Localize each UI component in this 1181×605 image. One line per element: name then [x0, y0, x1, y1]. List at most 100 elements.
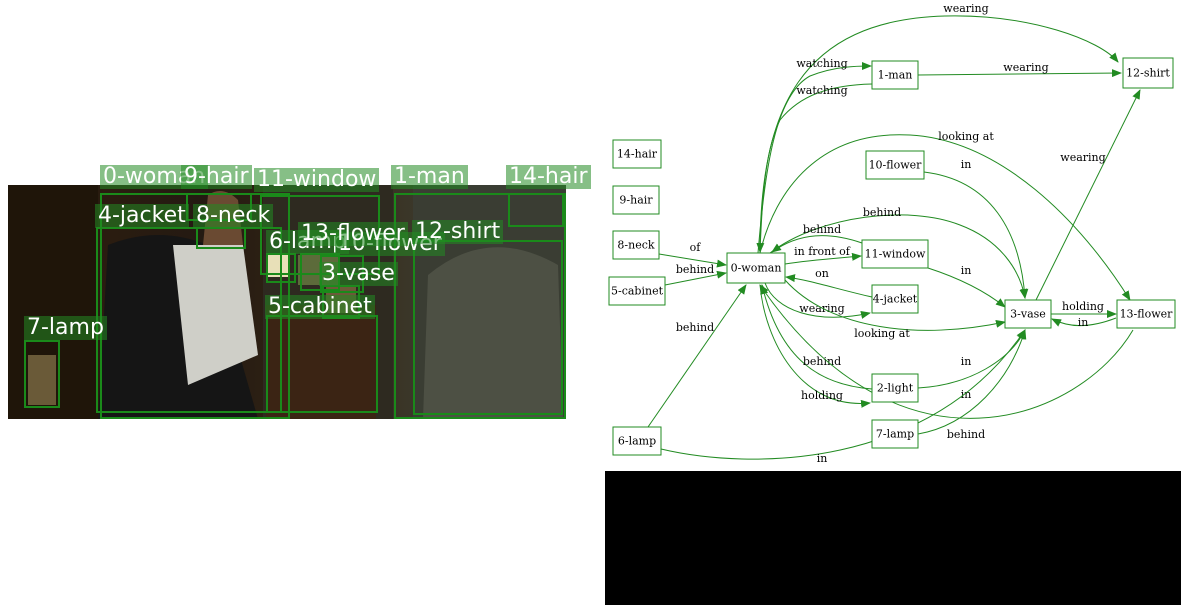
- edge-11-3: in: [927, 264, 1006, 308]
- box-man: [394, 193, 566, 419]
- edge-label: in: [817, 452, 828, 465]
- edge-0-3: looking at: [784, 279, 1006, 340]
- node-box: [871, 373, 919, 403]
- node-10-flower: 10-flower: [865, 150, 925, 180]
- edge-label: in: [1078, 316, 1089, 329]
- node-label: 10-flower: [869, 159, 923, 172]
- node-12-shirt: 12-shirt: [1122, 57, 1174, 89]
- tag-neck: 8-neck: [193, 204, 274, 228]
- node-label: 4-jacket: [873, 293, 918, 306]
- edge-label: in: [961, 388, 972, 401]
- edge-0-13: looking at: [759, 130, 1131, 301]
- edge-label: wearing: [1060, 151, 1105, 164]
- node-box: [865, 150, 925, 180]
- edge-label: watching: [796, 57, 847, 70]
- node-label: 5-cabinet: [611, 285, 664, 298]
- edge-line: [917, 69, 1122, 78]
- edge-line: [658, 253, 727, 268]
- node-11-window: 11-window: [861, 239, 929, 269]
- edge-11-0: behind: [771, 223, 863, 253]
- edge-1-0: watching: [756, 83, 873, 253]
- box-lamp-7: [24, 340, 60, 408]
- node-label: 0-woman: [731, 262, 782, 275]
- node-5-cabinet: 5-cabinet: [608, 276, 666, 306]
- edge-label: in: [961, 355, 972, 368]
- edge-label: in: [961, 158, 972, 171]
- edge-0-2: holding: [759, 284, 871, 408]
- tag-man: 1-man: [391, 165, 468, 189]
- edge-line: [756, 83, 873, 253]
- box-jacket: [96, 227, 282, 413]
- node-label: 2-light: [877, 382, 914, 395]
- edge-label: in front of: [794, 245, 851, 258]
- edge-label: behind: [676, 321, 714, 334]
- edge-0-11: in front of: [784, 245, 862, 265]
- edge-4-0: on: [785, 267, 873, 298]
- node-box: [612, 185, 660, 215]
- box-cabinet: [266, 315, 378, 413]
- edge-label: behind: [947, 428, 985, 441]
- node-box: [1116, 299, 1176, 329]
- box-lamp-6: [266, 253, 296, 283]
- edge-line: [759, 284, 1134, 419]
- tag-cabinet: 5-cabinet: [265, 295, 375, 319]
- node-1-man: 1-man: [871, 60, 919, 90]
- tag-shirt: 12-shirt: [412, 220, 504, 244]
- edge-line: [917, 329, 1026, 389]
- tag-flower-13: 13-flower: [298, 222, 408, 246]
- edge-line: [760, 284, 873, 390]
- edge-8-0: of: [658, 241, 727, 268]
- box-shirt: [413, 240, 563, 415]
- node-box: [1122, 57, 1174, 89]
- node-box: [871, 284, 919, 314]
- edge-line: [664, 270, 727, 286]
- edge-line: [759, 134, 1131, 301]
- edge-line: [917, 329, 1027, 435]
- edge-0-3: behind: [769, 206, 1028, 299]
- edge-label: behind: [676, 263, 714, 276]
- edge-label: of: [690, 241, 702, 254]
- edge-label: on: [815, 267, 829, 280]
- box-hair-14: [508, 193, 564, 227]
- edge-10-3: in: [923, 158, 1029, 299]
- edge-6-0: behind: [647, 284, 747, 428]
- edge-label: watching: [796, 84, 847, 97]
- edge-label: behind: [803, 223, 841, 236]
- tag-lamp-7: 7-lamp: [24, 316, 107, 340]
- edge-line: [784, 252, 862, 265]
- edge-13-0: behind: [759, 284, 1134, 441]
- node-box: [871, 419, 919, 449]
- edge-label: wearing: [943, 2, 988, 15]
- edge-line: [927, 267, 1006, 308]
- node-label: 9-hair: [619, 194, 653, 207]
- box-neck: [196, 227, 246, 249]
- node-7-lamp: 7-lamp: [871, 419, 919, 449]
- node-box: [612, 230, 660, 260]
- blank-panel: [605, 471, 1181, 605]
- edge-label: looking at: [938, 130, 994, 143]
- edge-line: [759, 284, 871, 408]
- node-box: [608, 276, 666, 306]
- node-label: 6-lamp: [618, 435, 656, 448]
- edge-6-3: in: [660, 329, 1026, 465]
- edge-label: holding: [801, 389, 843, 402]
- edge-line: [764, 282, 871, 319]
- edge-line: [769, 214, 1028, 299]
- edge-7-3: in: [917, 329, 1027, 435]
- node-8-neck: 8-neck: [612, 230, 660, 260]
- node-2-light: 2-light: [871, 373, 919, 403]
- node-6-lamp: 6-lamp: [612, 426, 662, 456]
- node-label: 1-man: [878, 69, 913, 82]
- edge-0-1: watching: [757, 57, 872, 254]
- node-4-jacket: 4-jacket: [871, 284, 919, 314]
- edge-label: looking at: [854, 327, 910, 340]
- node-box: [871, 60, 919, 90]
- node-box: [861, 239, 929, 269]
- edge-line: [1035, 89, 1141, 301]
- node-box: [1004, 299, 1052, 329]
- node-3-vase: 3-vase: [1004, 299, 1052, 329]
- node-box: [612, 139, 662, 169]
- edge-line: [785, 274, 873, 298]
- node-label: 14-hair: [617, 148, 658, 161]
- tag-window: 11-window: [254, 168, 380, 192]
